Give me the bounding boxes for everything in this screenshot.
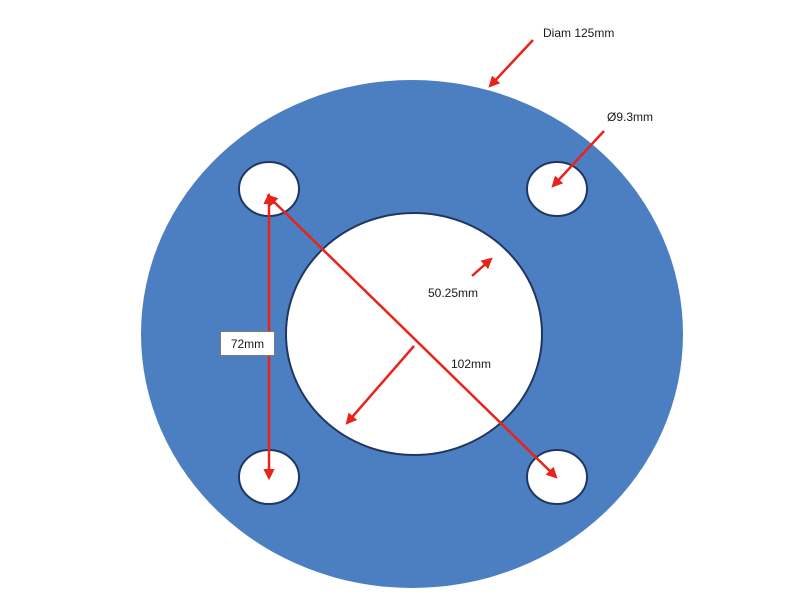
bolt-hole-diameter-label: Ø9.3mm xyxy=(607,110,653,124)
bolt-spacing-label: 72mm xyxy=(220,331,275,356)
outer-diameter-label: Diam 125mm xyxy=(543,26,614,40)
bolt-hole-arrow xyxy=(551,130,605,188)
center-bore-label: 50.25mm xyxy=(428,286,478,300)
outer-diameter-arrow xyxy=(488,39,534,88)
diagonal-dimension-arrow xyxy=(266,194,558,479)
bolt-hole-top-right xyxy=(526,161,588,217)
bolt-pattern-diagonal-label: 102mm xyxy=(451,357,491,371)
